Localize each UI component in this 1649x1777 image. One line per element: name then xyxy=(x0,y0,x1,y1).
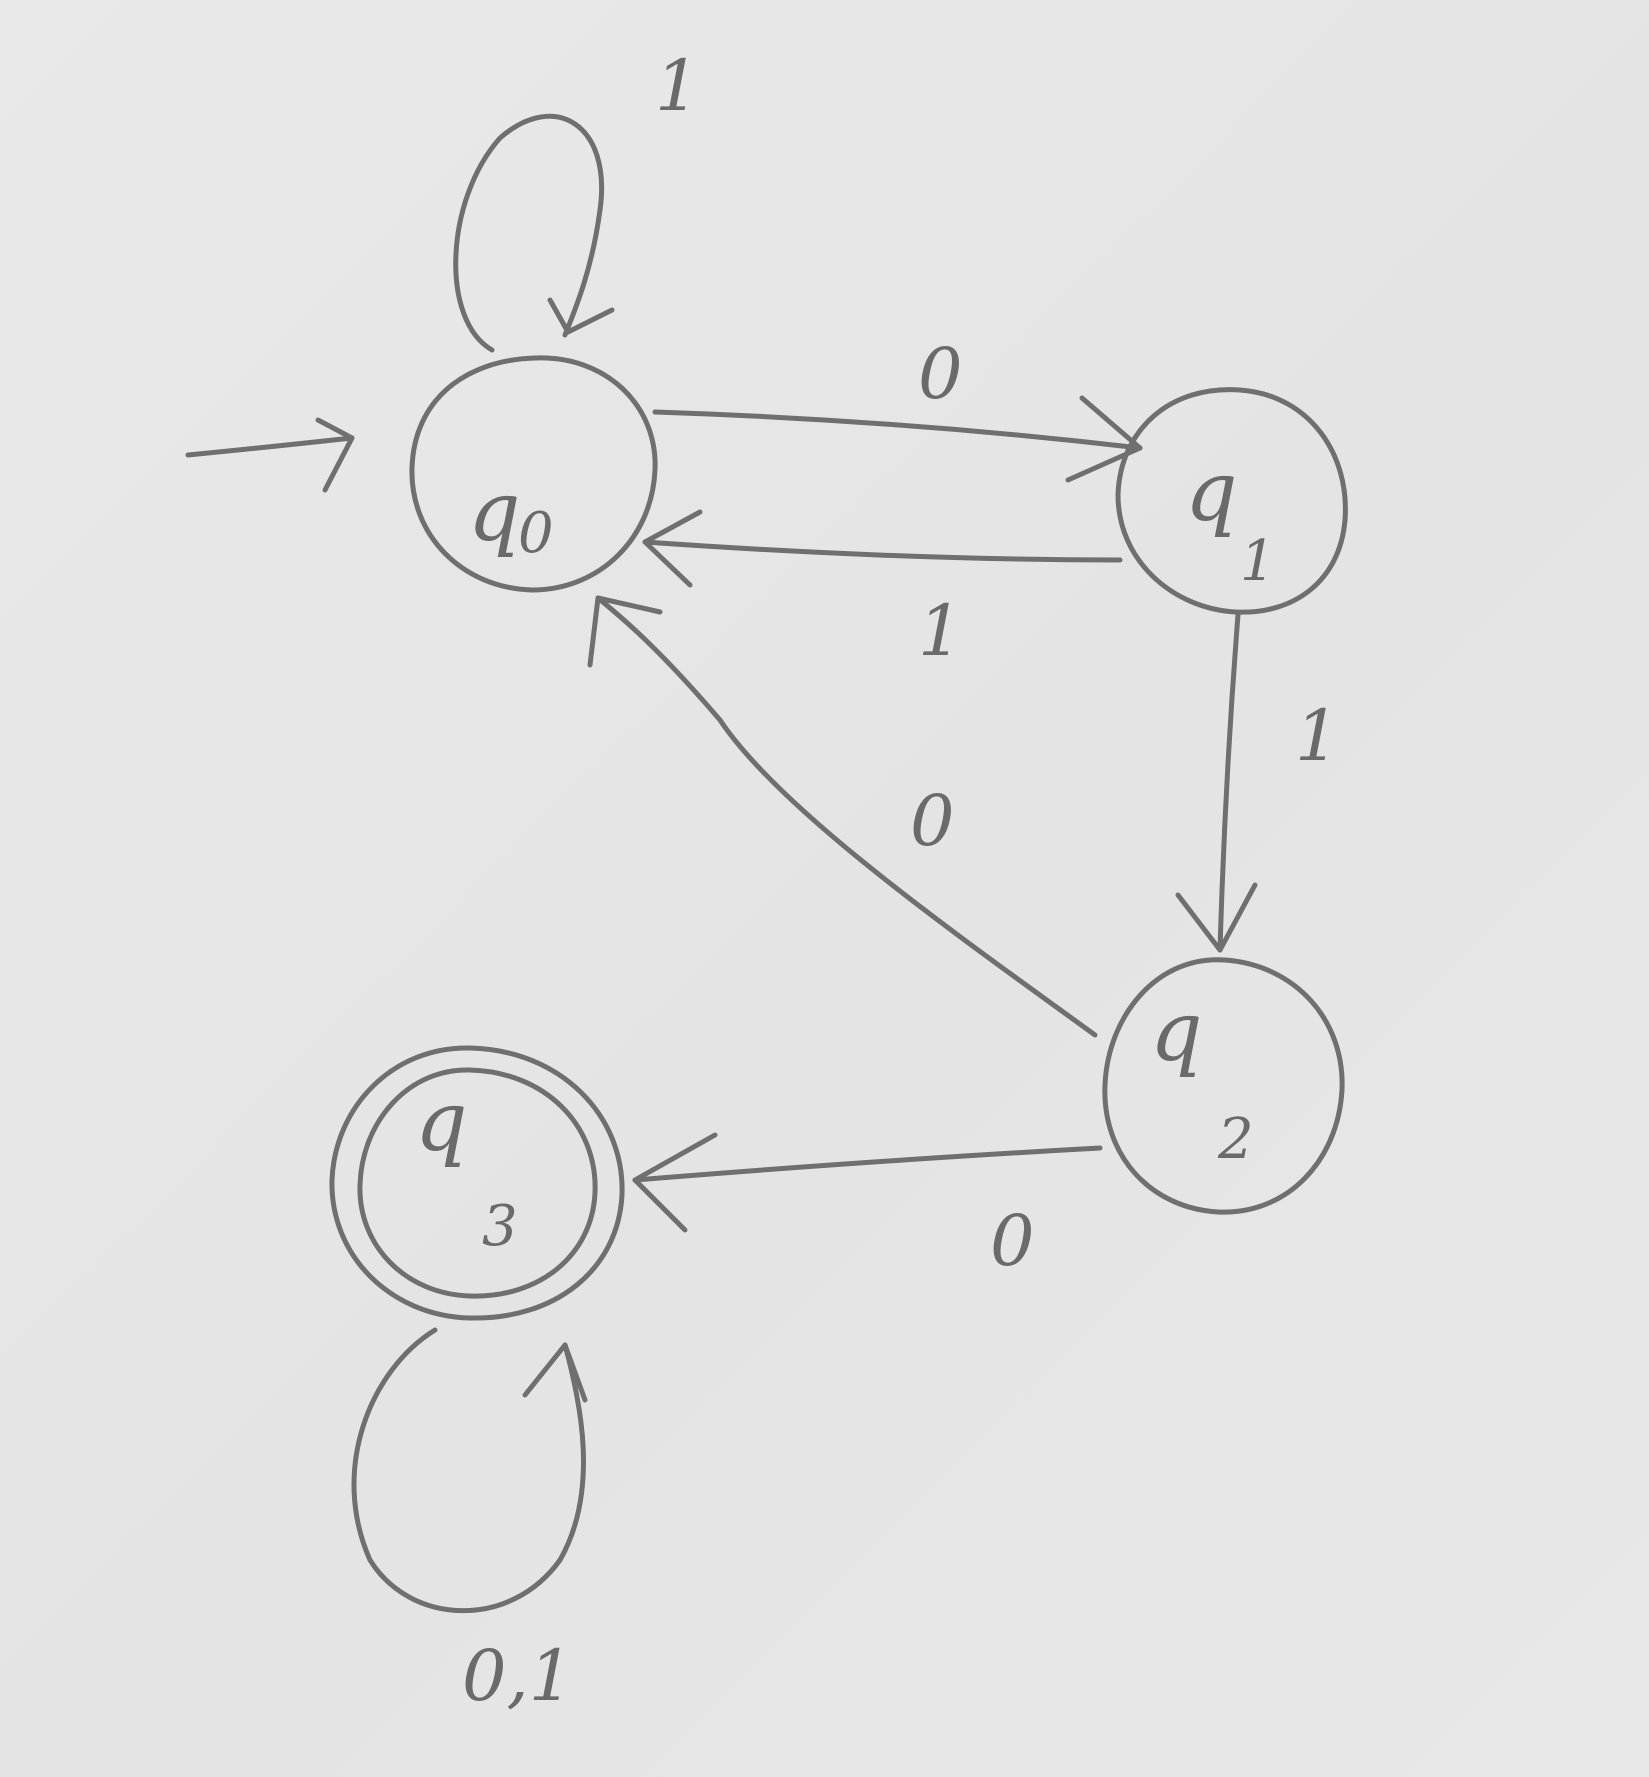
transition-q2-q3-arrowhead xyxy=(632,1132,718,1233)
state-q2-circle xyxy=(1102,957,1345,1215)
state-q0-name: q xyxy=(468,465,521,560)
transition-q0-q1-arrowhead xyxy=(1065,395,1143,483)
state-q0[interactable]: q 0 xyxy=(409,355,658,593)
transition-q1-q2-label: 1 xyxy=(1295,695,1340,777)
transition-q2-q0-line xyxy=(595,595,1098,1038)
state-q0-circle xyxy=(409,355,658,593)
transition-q3-q3-label: 0,1 xyxy=(462,1635,573,1717)
transition-q3-q3-line xyxy=(351,1327,586,1614)
transition-q0-q0-label: 1 xyxy=(655,45,700,127)
transition-q0-q0-line xyxy=(453,113,604,353)
state-q2[interactable]: q 2 xyxy=(1102,957,1345,1215)
state-q2-name: q xyxy=(1150,985,1203,1080)
transition-q0-q1[interactable]: 0 xyxy=(652,333,1143,483)
transition-q3-q3-arrowhead xyxy=(522,1342,588,1403)
state-q3-name: q xyxy=(415,1075,468,1170)
transition-q0-q0[interactable]: 1 xyxy=(453,45,700,353)
transition-q0-q1-line xyxy=(652,409,1143,451)
transition-q1-q0-arrowhead xyxy=(642,509,703,588)
transition-q3-q3[interactable]: 0,1 xyxy=(351,1327,588,1717)
state-q2-subscript: 2 xyxy=(1217,1107,1254,1172)
transition-q2-q3[interactable]: 0 xyxy=(632,1132,1103,1282)
state-q3-outer-circle xyxy=(329,1045,625,1321)
transition-q2-q0-arrowhead xyxy=(587,595,663,668)
transition-q1-q0-line xyxy=(642,539,1123,563)
state-q3-inner-circle xyxy=(357,1067,598,1299)
transition-q2-q3-line xyxy=(632,1145,1103,1183)
transition-q2-q0[interactable]: 0 xyxy=(587,595,1098,1038)
transition-q2-q0-label: 0 xyxy=(910,780,955,862)
state-q1-name: q xyxy=(1185,445,1238,540)
state-q3[interactable]: q 3 xyxy=(329,1045,625,1321)
transition-q1-q2[interactable]: 1 xyxy=(1175,612,1340,953)
state-q3-subscript: 3 xyxy=(482,1194,518,1259)
state-q0-subscript: 0 xyxy=(518,501,554,566)
transition-q1-q2-arrowhead xyxy=(1175,882,1258,953)
transition-q1-q0-label: 1 xyxy=(918,590,963,672)
transition-q1-q2-line xyxy=(1217,612,1241,953)
state-q1-subscript: 1 xyxy=(1240,529,1276,594)
state-q1[interactable]: q 1 xyxy=(1115,387,1348,615)
transition-q0-q0-arrowhead xyxy=(547,297,615,335)
state-q1-circle xyxy=(1115,387,1348,615)
start-arrow xyxy=(185,417,355,493)
transition-q0-q1-label: 0 xyxy=(918,333,963,415)
transition-q1-q0[interactable]: 1 xyxy=(642,509,1123,672)
transition-q2-q3-label: 0 xyxy=(990,1200,1035,1282)
